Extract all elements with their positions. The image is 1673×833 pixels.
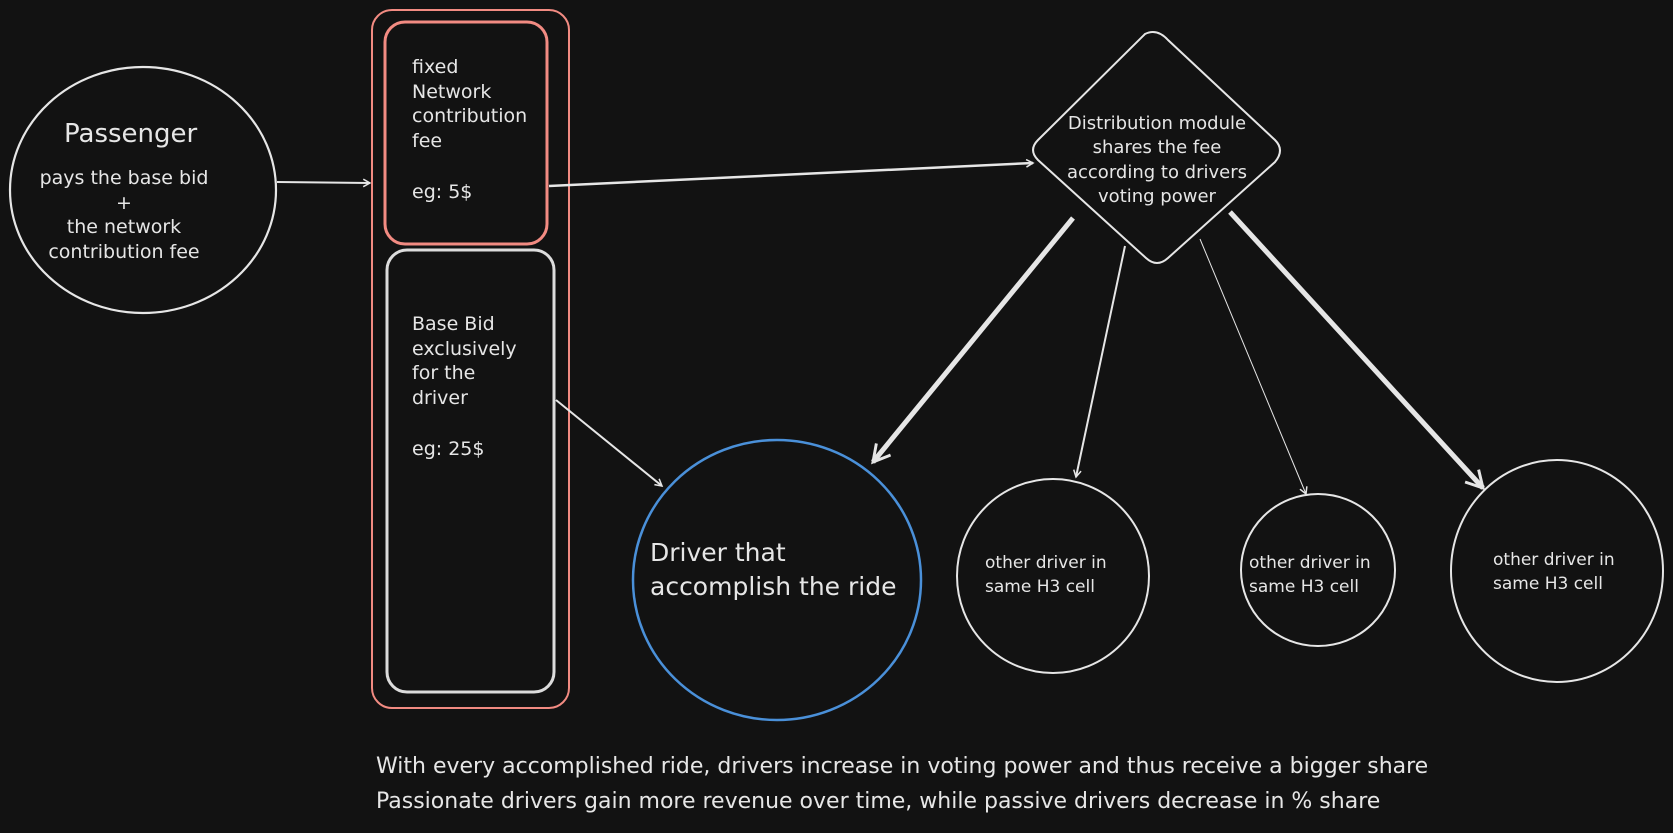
fee-box-label: fixed Network contribution fee	[412, 56, 528, 153]
bid-box	[385, 248, 556, 694]
other-driver-label-1: other driver in same H3 cell	[985, 553, 1107, 597]
distribution-label: Distribution module shares the fee accor…	[1066, 113, 1248, 207]
arrow-distribution-to-driver	[871, 216, 1075, 465]
other-driver-label-2: other driver in same H3 cell	[1249, 553, 1371, 597]
fee-box	[383, 20, 549, 246]
passenger-node	[8, 65, 278, 315]
arrow-fee-to-distribution	[548, 163, 1033, 188]
footer-line-2: Passionate drivers gain more revenue ove…	[376, 789, 1381, 814]
passenger-description: pays the base bid + the network contribu…	[39, 167, 209, 264]
passenger-title: Passenger	[64, 119, 198, 149]
arrow-distribution-to-other-2	[1199, 238, 1306, 494]
arrow-passenger-to-container	[276, 182, 370, 183]
distribution-node	[1032, 31, 1281, 264]
arrow-distribution-to-other-3	[1228, 210, 1486, 491]
other-driver-node-1	[956, 478, 1150, 674]
bid-box-example: eg: 25$	[412, 438, 485, 460]
payment-container	[371, 9, 570, 709]
bid-box-label: Base Bid exclusively for the driver	[412, 313, 517, 410]
main-driver-node	[631, 438, 923, 722]
main-driver-label: Driver that accomplish the ride	[650, 538, 897, 601]
arrow-distribution-to-other-1	[1076, 245, 1126, 477]
other-driver-label-3: other driver in same H3 cell	[1493, 550, 1615, 594]
other-driver-node-3	[1450, 459, 1664, 683]
other-driver-node-2	[1240, 493, 1396, 647]
fee-box-example: eg: 5$	[412, 181, 473, 203]
arrow-bid-to-driver	[555, 399, 662, 486]
footer-line-1: With every accomplished ride, drivers in…	[376, 754, 1429, 779]
